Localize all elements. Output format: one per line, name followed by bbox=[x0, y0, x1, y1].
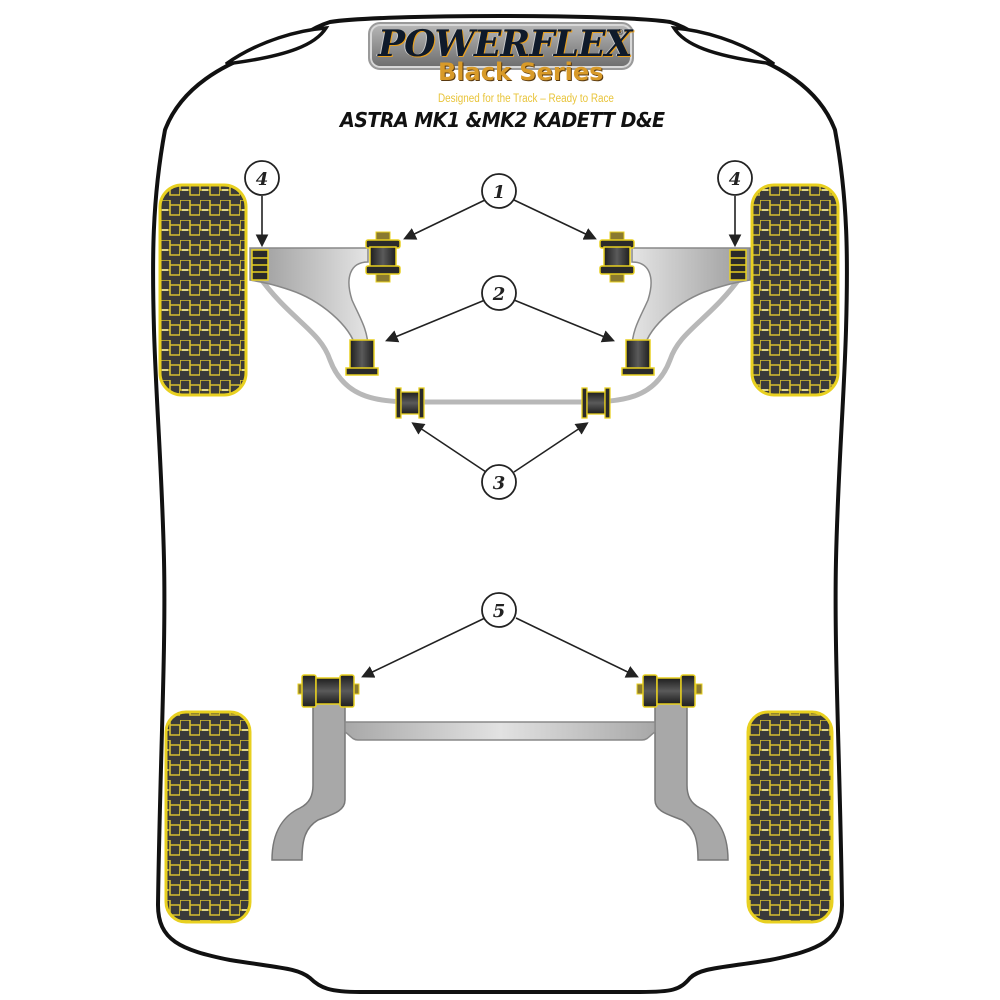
callout-5: 5 bbox=[481, 592, 517, 628]
logo-main-text: POWERFLEX bbox=[378, 23, 632, 65]
bush-2-left bbox=[345, 339, 379, 376]
svg-text:5: 5 bbox=[493, 601, 506, 622]
callout-1: 1 bbox=[481, 173, 517, 209]
logo-registered-mark: ® bbox=[616, 28, 624, 37]
svg-text:4: 4 bbox=[729, 169, 742, 190]
logo-sub-text: Black Series bbox=[438, 58, 604, 86]
svg-text:3: 3 bbox=[493, 473, 506, 494]
rear-right-tyre bbox=[746, 710, 834, 924]
callout-4-left: 4 bbox=[244, 160, 280, 196]
svg-text:2: 2 bbox=[492, 284, 506, 305]
front-right-tyre bbox=[750, 183, 840, 397]
callout-2: 2 bbox=[481, 275, 517, 311]
svg-text:4: 4 bbox=[256, 169, 269, 190]
powerflex-logo: POWERFLEX ® Black Series bbox=[368, 22, 634, 86]
callout-arrows bbox=[255, 196, 742, 678]
bush-5-left bbox=[297, 674, 360, 708]
bush-4-right bbox=[729, 249, 747, 281]
front-left-tyre bbox=[158, 183, 248, 397]
bush-3-right bbox=[581, 387, 611, 419]
logo-badge bbox=[368, 22, 634, 70]
callout-3: 3 bbox=[481, 464, 517, 500]
svg-text:1: 1 bbox=[493, 182, 506, 203]
bush-5-right bbox=[636, 674, 703, 708]
bush-2-right bbox=[621, 339, 655, 376]
callout-4-right: 4 bbox=[717, 160, 753, 196]
bush-3-left bbox=[395, 387, 425, 419]
car-body-outline bbox=[151, 14, 849, 994]
anti-roll-bar bbox=[255, 273, 745, 405]
bush-4-left bbox=[251, 249, 269, 281]
bush-1-left bbox=[365, 231, 401, 283]
rear-beam-axle bbox=[271, 701, 729, 861]
diagram-title: ASTRA MK1 &MK2 KADETT D&E bbox=[340, 108, 665, 132]
rear-left-tyre bbox=[164, 710, 252, 924]
tagline: Designed for the Track – Ready to Race bbox=[438, 93, 614, 105]
bush-1-right bbox=[599, 231, 635, 283]
